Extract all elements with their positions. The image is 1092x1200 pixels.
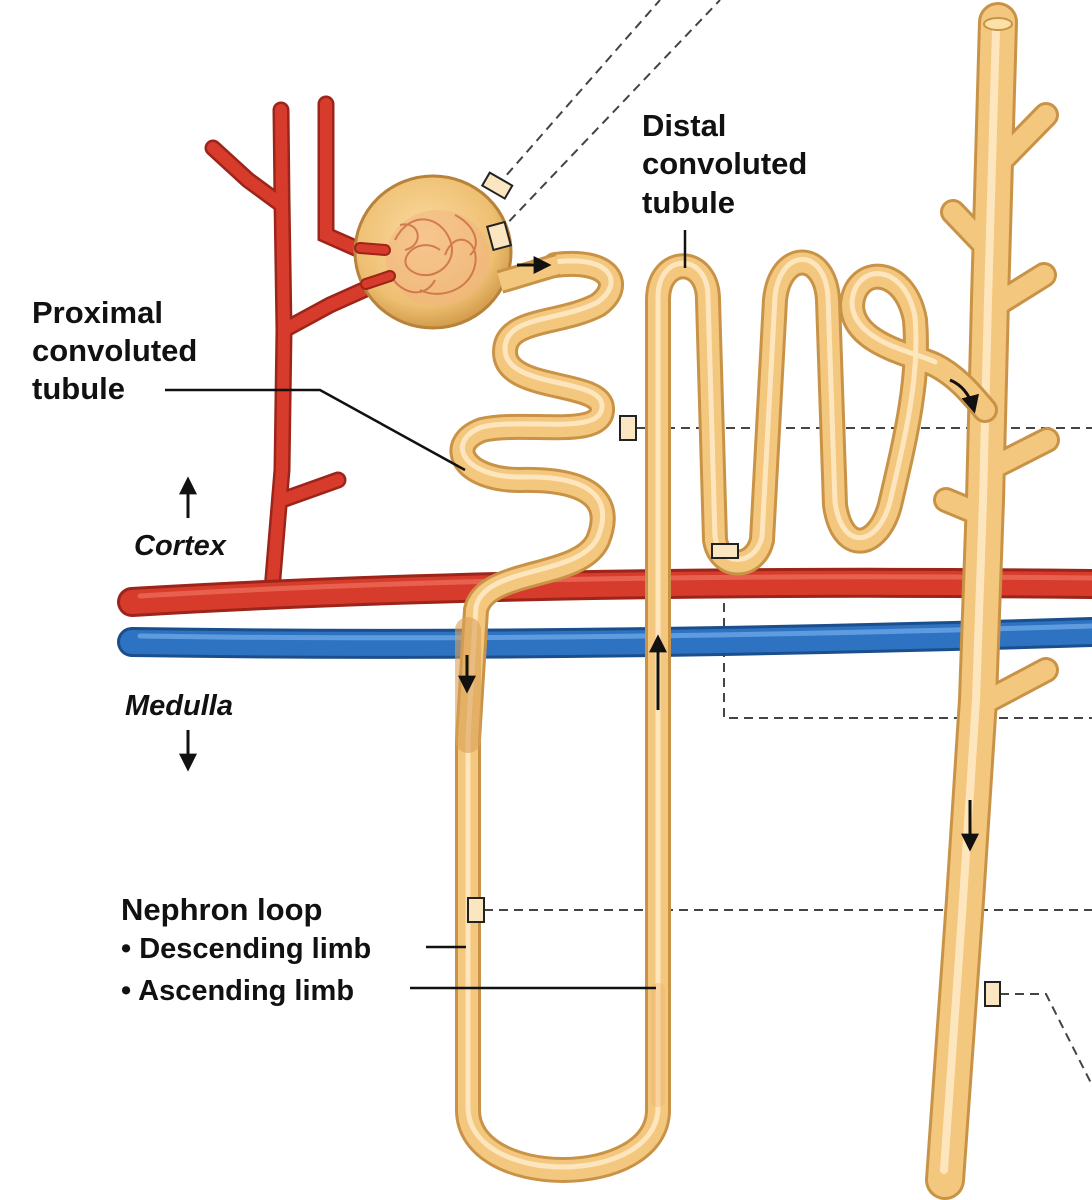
- callout-line-capsule-top: [496, 0, 661, 187]
- distal-label-line-1: Distal: [642, 108, 726, 143]
- glomerular-capsule: [353, 174, 561, 330]
- leader-lines: [165, 230, 687, 990]
- distal-label-line-2: convoluted: [642, 146, 807, 181]
- cortex-label: Cortex: [134, 530, 228, 562]
- callout-boxes: [467, 171, 1001, 1007]
- callout-box-capsule-2: [485, 220, 513, 252]
- callout-line-collecting-duct: [1000, 993, 1092, 1086]
- arcuate-vein: [117, 617, 1092, 659]
- flow-arrows: [179, 256, 979, 852]
- leader-proximal: [165, 388, 466, 472]
- callout-box-capsule-1: [480, 171, 514, 200]
- nephron-loop-descending: • Descending limb: [121, 933, 371, 965]
- callout-box-dct: [711, 543, 739, 559]
- distal-label: Distal convoluted tubule: [642, 108, 807, 220]
- nephron-tubule: [449, 249, 998, 1183]
- collecting-duct: [925, 2, 1060, 1200]
- arterial-tree: [204, 95, 377, 599]
- callout-box-loop: [467, 897, 485, 923]
- arrow-dct-to-duct: [949, 378, 979, 414]
- callout-line-capsule-bottom: [498, 0, 721, 233]
- distal-label-line-3: tubule: [642, 185, 735, 220]
- callout-box-duct: [984, 981, 1001, 1007]
- medulla-label: Medulla: [125, 690, 233, 722]
- nephron-loop-title: Nephron loop: [121, 892, 322, 927]
- proximal-label-line-3: tubule: [32, 371, 125, 406]
- proximal-label-line-1: Proximal: [32, 295, 163, 330]
- callout-box-pct: [619, 415, 637, 441]
- proximal-label-line-2: convoluted: [32, 333, 197, 368]
- proximal-label: Proximal convoluted tubule: [32, 295, 197, 406]
- arcuate-artery: [117, 567, 1092, 617]
- nephron-loop-label: Nephron loop • Descending limb • Ascendi…: [121, 892, 371, 1007]
- nephron-loop-ascending: • Ascending limb: [121, 975, 354, 1007]
